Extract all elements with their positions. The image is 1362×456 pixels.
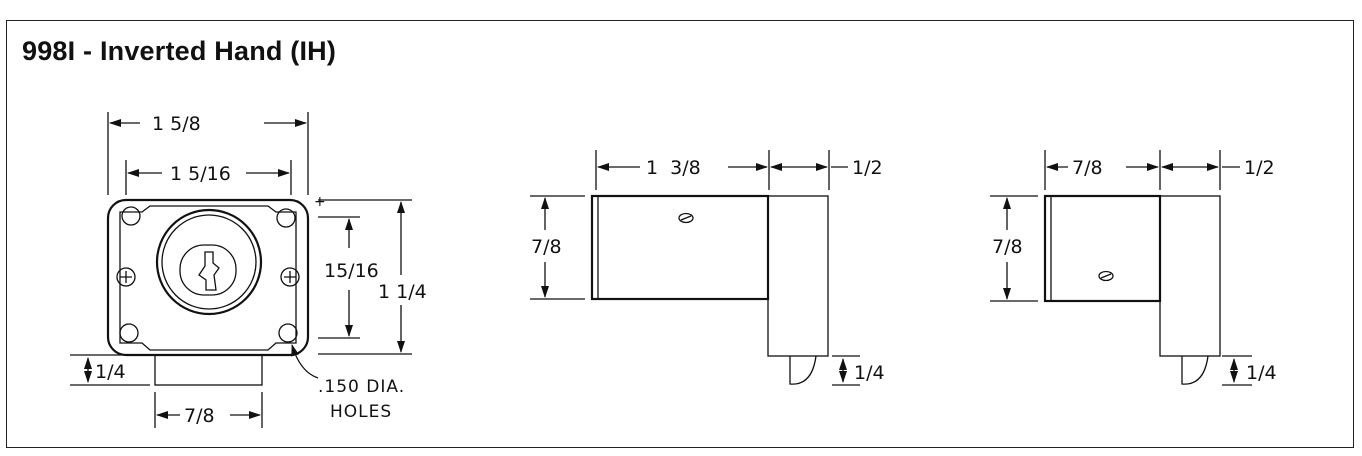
hole-note-line2: HOLES — [330, 402, 392, 422]
front-view: 1 5/8 1 5/16 15/16 + 1 1/4 1/4 7/8 . — [70, 112, 427, 428]
mounting-hole-bottom-right — [278, 323, 298, 343]
side1-case — [767, 195, 829, 357]
side-view-1: 1 3/8 1/2 7/8 1/4 — [530, 150, 885, 386]
dim-hole-spacing-width: 1 5/16 — [170, 163, 231, 185]
dim-bolt-width: 7/8 — [184, 405, 215, 427]
side-screw-left — [116, 267, 136, 287]
drawing-frame — [6, 20, 1354, 448]
mounting-hole-bottom-left — [119, 323, 139, 343]
side-screw-right — [280, 267, 300, 287]
keyway-plug — [179, 244, 237, 296]
side2-screw-icon — [1098, 270, 1114, 282]
svg-text:+: + — [314, 194, 326, 210]
dim-bolt-offset: 1/4 — [95, 361, 126, 383]
side2-cylinder-body — [1043, 194, 1162, 303]
lock-bolt — [154, 354, 263, 386]
side2-bolt — [1181, 355, 1209, 385]
side2-dim-bolt-drop: 1/4 — [1246, 362, 1277, 384]
side1-cylinder-body — [590, 194, 770, 301]
side-view-2: 7/8 1/2 7/8 1/4 — [990, 150, 1277, 386]
side2-case — [1159, 195, 1221, 357]
side2-dim-case-depth: 1/2 — [1244, 157, 1275, 179]
lock-face-plate — [119, 205, 297, 351]
dim-hole-spacing-height: 15/16 — [324, 260, 379, 282]
mounting-hole-top-right — [276, 208, 296, 228]
side1-dim-body-length: 1 3/8 — [646, 157, 701, 179]
side1-dim-case-depth: 1/2 — [852, 157, 883, 179]
side2-dim-height: 7/8 — [992, 236, 1023, 258]
side2-dim-body-length: 7/8 — [1072, 157, 1103, 179]
dim-overall-height: 1 1/4 — [378, 281, 427, 303]
lock-cylinder — [155, 208, 263, 316]
mounting-hole-top-left — [121, 206, 141, 226]
drawing-title: 998I - Inverted Hand (IH) — [22, 36, 337, 66]
side1-dim-bolt-drop: 1/4 — [854, 362, 885, 384]
side1-screw-icon — [678, 212, 694, 224]
keyway-icon — [198, 251, 220, 291]
side1-bolt — [789, 355, 817, 385]
side1-dim-height: 7/8 — [531, 236, 562, 258]
dim-overall-width: 1 5/8 — [152, 113, 201, 135]
hole-note-line1: .150 DIA. — [318, 377, 405, 397]
